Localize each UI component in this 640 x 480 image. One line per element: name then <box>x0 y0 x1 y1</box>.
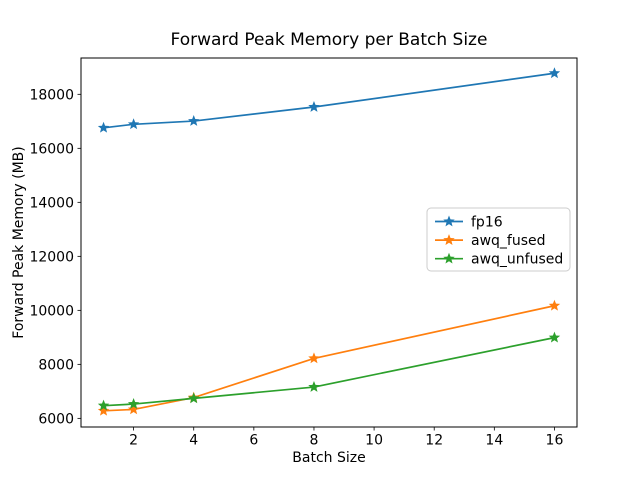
y-tick-label: 8000 <box>38 357 74 373</box>
series-marker-fp16 <box>97 121 110 133</box>
x-tick-label: 10 <box>365 433 383 449</box>
y-tick-label: 10000 <box>29 303 74 319</box>
series-marker-awq_unfused <box>97 399 110 411</box>
x-tick-label: 16 <box>546 433 564 449</box>
series-marker-awq_fused <box>97 404 110 416</box>
y-axis-label: Forward Peak Memory (MB) <box>11 146 27 338</box>
series-line-awq_unfused <box>102 336 556 407</box>
x-tick-label: 2 <box>129 433 138 449</box>
y-tick-label: 14000 <box>29 195 74 211</box>
series-marker-awq_unfused <box>308 381 320 392</box>
series-marker-fp16 <box>308 101 320 112</box>
series-line-awq_fused <box>102 304 556 412</box>
series-marker-awq_fused <box>548 299 561 311</box>
series-marker-awq_fused <box>127 403 140 415</box>
series-marker-fp16 <box>127 118 140 130</box>
legend-label: awq_fused <box>471 233 546 249</box>
series-line-fp16 <box>102 72 556 129</box>
series-marker-fp16 <box>188 115 200 126</box>
series-marker-awq_unfused <box>548 331 561 343</box>
series-marker-fp16 <box>548 67 561 79</box>
legend-box <box>426 207 571 272</box>
y-tick-label: 12000 <box>29 249 74 265</box>
x-tick-label: 14 <box>485 433 503 449</box>
legend-marker <box>443 234 455 245</box>
x-tick-label: 8 <box>310 433 319 449</box>
legend-label: fp16 <box>471 215 503 231</box>
y-tick-label: 6000 <box>38 411 74 427</box>
x-axis-label: Batch Size <box>292 450 365 466</box>
legend-marker <box>443 215 455 227</box>
y-tick-label: 18000 <box>29 87 74 103</box>
x-tick-label: 12 <box>425 433 443 449</box>
series-marker-awq_fused <box>308 352 320 364</box>
series-marker-awq_unfused <box>188 392 200 404</box>
x-tick-label: 4 <box>189 433 198 449</box>
legend-marker <box>443 252 455 264</box>
plot-area: 2 4 6 8 10 12 14 16 6000 8000 10000 12000 14000 16000… <box>29 57 578 449</box>
x-tick-label: 6 <box>249 433 258 449</box>
legend-label: awq_unfused <box>471 252 563 268</box>
y-tick-label: 16000 <box>29 141 74 157</box>
plot-border <box>80 57 578 428</box>
series-marker-awq_unfused <box>127 398 140 409</box>
chart-title: Forward Peak Memory per Batch Size <box>171 30 488 50</box>
